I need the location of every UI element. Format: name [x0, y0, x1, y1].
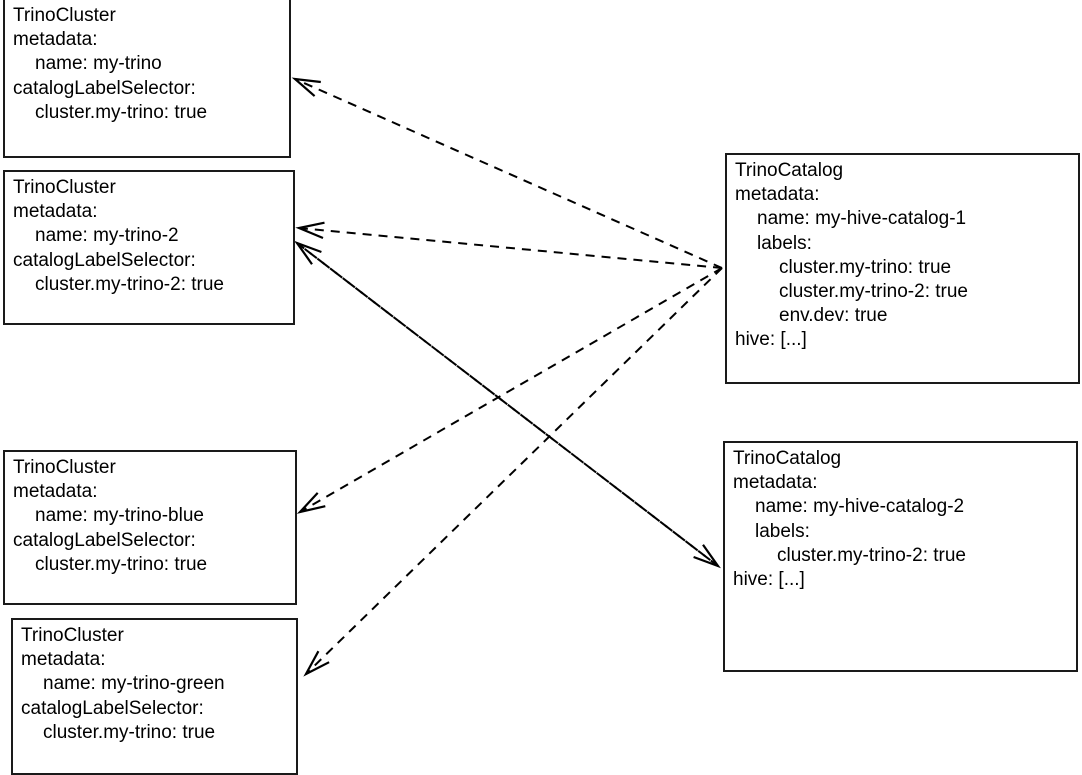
node-trinocluster-my-trino-green[interactable]: TrinoCluster metadata:name: my-trino-gree… — [11, 618, 298, 775]
node-body: TrinoCatalog metadata:name: my-hive-catal… — [735, 159, 1072, 353]
node-body: TrinoCatalog metadata:name: my-hive-catal… — [733, 447, 1070, 592]
node-field-line: name: my-hive-catalog-1 — [757, 208, 967, 230]
node-kind-label: TrinoCluster — [13, 177, 116, 198]
edge-catalog2-to-my-trino-2 — [296, 242, 719, 567]
node-field-line: metadata: — [13, 29, 98, 51]
node-field-line: catalogLabelSelector: — [13, 249, 196, 271]
edge-catalog1-to-my-trino-green — [305, 267, 723, 675]
node-kind-label: TrinoCluster — [21, 625, 124, 646]
node-field-line: cluster.my-trino-2: true — [777, 544, 966, 566]
node-body: TrinoCluster metadata:name: my-trino-blue… — [13, 456, 289, 577]
edge-catalog1-to-my-trino-blue — [299, 267, 723, 513]
node-trinocatalog-my-hive-catalog-1[interactable]: TrinoCatalog metadata:name: my-hive-catal… — [725, 153, 1080, 384]
edge-my-trino-2-to-catalog2 — [296, 242, 719, 567]
node-field-line: name: my-trino-2 — [35, 225, 179, 247]
node-field-line: name: my-hive-catalog-2 — [755, 496, 965, 518]
edge-catalog1-to-my-trino-2 — [298, 227, 723, 269]
edge-catalog1-to-my-trino-blue-arrowhead — [296, 492, 326, 514]
node-field-line: cluster.my-trino: true — [35, 553, 208, 575]
node-field-line: hive: [...] — [733, 569, 805, 591]
node-field-line: labels: — [757, 232, 812, 254]
node-kind-label: TrinoCatalog — [735, 160, 844, 181]
edge-catalog2-to-my-trino-2-arrowhead — [294, 240, 322, 265]
node-field-line: catalogLabelSelector: — [13, 529, 196, 551]
node-field-line: catalogLabelSelector: — [21, 697, 204, 719]
node-field-line: cluster.my-trino: true — [779, 256, 952, 278]
node-field-line: metadata: — [13, 481, 98, 503]
node-field-line: cluster.my-trino-2: true — [779, 281, 968, 303]
node-field-line: name: my-trino-green — [43, 673, 225, 695]
node-kind-label: TrinoCluster — [13, 457, 116, 478]
node-trinocatalog-my-hive-catalog-2[interactable]: TrinoCatalog metadata:name: my-hive-catal… — [723, 441, 1078, 672]
edge-catalog1-to-my-trino-green-arrowhead — [303, 650, 330, 677]
node-trinocluster-my-trino-blue[interactable]: TrinoCluster metadata:name: my-trino-blue… — [3, 450, 297, 605]
node-field-line: cluster.my-trino: true — [43, 721, 216, 743]
edge-catalog1-to-my-trino-arrowhead — [291, 77, 321, 97]
node-field-line: labels: — [755, 520, 810, 542]
edge-my-trino-2-to-catalog2-arrowhead — [693, 544, 721, 569]
node-field-line: env.dev: true — [779, 305, 888, 327]
node-kind-label: TrinoCluster — [13, 5, 116, 26]
node-field-line: catalogLabelSelector: — [13, 77, 196, 99]
node-field-line: metadata: — [13, 201, 98, 223]
node-field-line: name: my-trino — [35, 53, 162, 75]
edge-catalog1-to-my-trino-2-arrowhead — [295, 221, 325, 240]
node-field-line: name: my-trino-blue — [35, 505, 204, 527]
node-body: TrinoCluster metadata:name: my-trino-gree… — [21, 624, 290, 745]
node-field-line: hive: [...] — [735, 329, 807, 351]
node-kind-label: TrinoCatalog — [733, 448, 842, 469]
node-field-line: metadata: — [735, 184, 820, 206]
node-field-line: metadata: — [733, 472, 818, 494]
node-field-line: cluster.my-trino-2: true — [35, 273, 224, 295]
edge-catalog1-to-my-trino — [294, 78, 723, 269]
node-field-line: metadata: — [21, 649, 106, 671]
node-field-line: cluster.my-trino: true — [35, 101, 208, 123]
